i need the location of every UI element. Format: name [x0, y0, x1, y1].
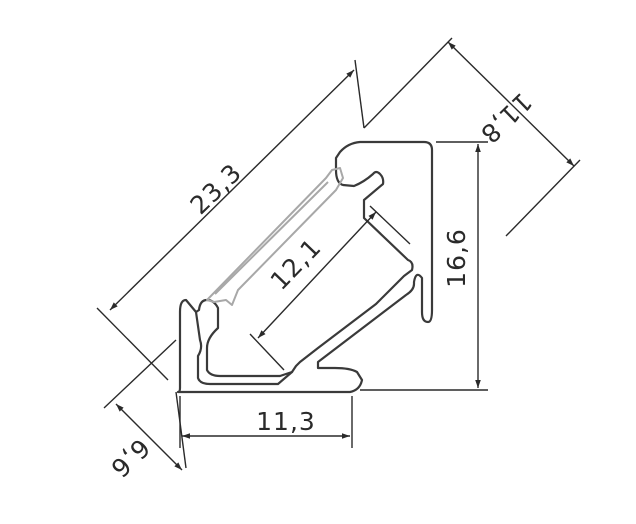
dimension-label-inner: 12,1: [265, 233, 327, 296]
dimension-label-top-side: 11,8: [474, 87, 537, 149]
extension-line: [103, 339, 177, 409]
dimension-label-bottom-side: 6,6: [104, 433, 155, 484]
dimension-label-diagonal: 23,3: [185, 158, 248, 220]
dimension-label-height: 16,6: [442, 228, 471, 288]
extension-line: [505, 159, 581, 237]
extension-line: [249, 333, 285, 371]
extension-line: [363, 37, 453, 129]
extension-line: [175, 391, 187, 469]
extension-line: [354, 59, 365, 129]
dimension-label-bottom-width: 11,3: [256, 407, 316, 436]
dimension-line-bottom-side: [115, 403, 183, 471]
extension-line: [369, 205, 411, 245]
dimension-line-diagonal: [109, 69, 355, 311]
extension-line: [96, 307, 169, 381]
dimension-line-top-side: [447, 41, 575, 167]
dimension-line-inner: [257, 211, 377, 339]
profile-inner-contour: [194, 310, 294, 386]
